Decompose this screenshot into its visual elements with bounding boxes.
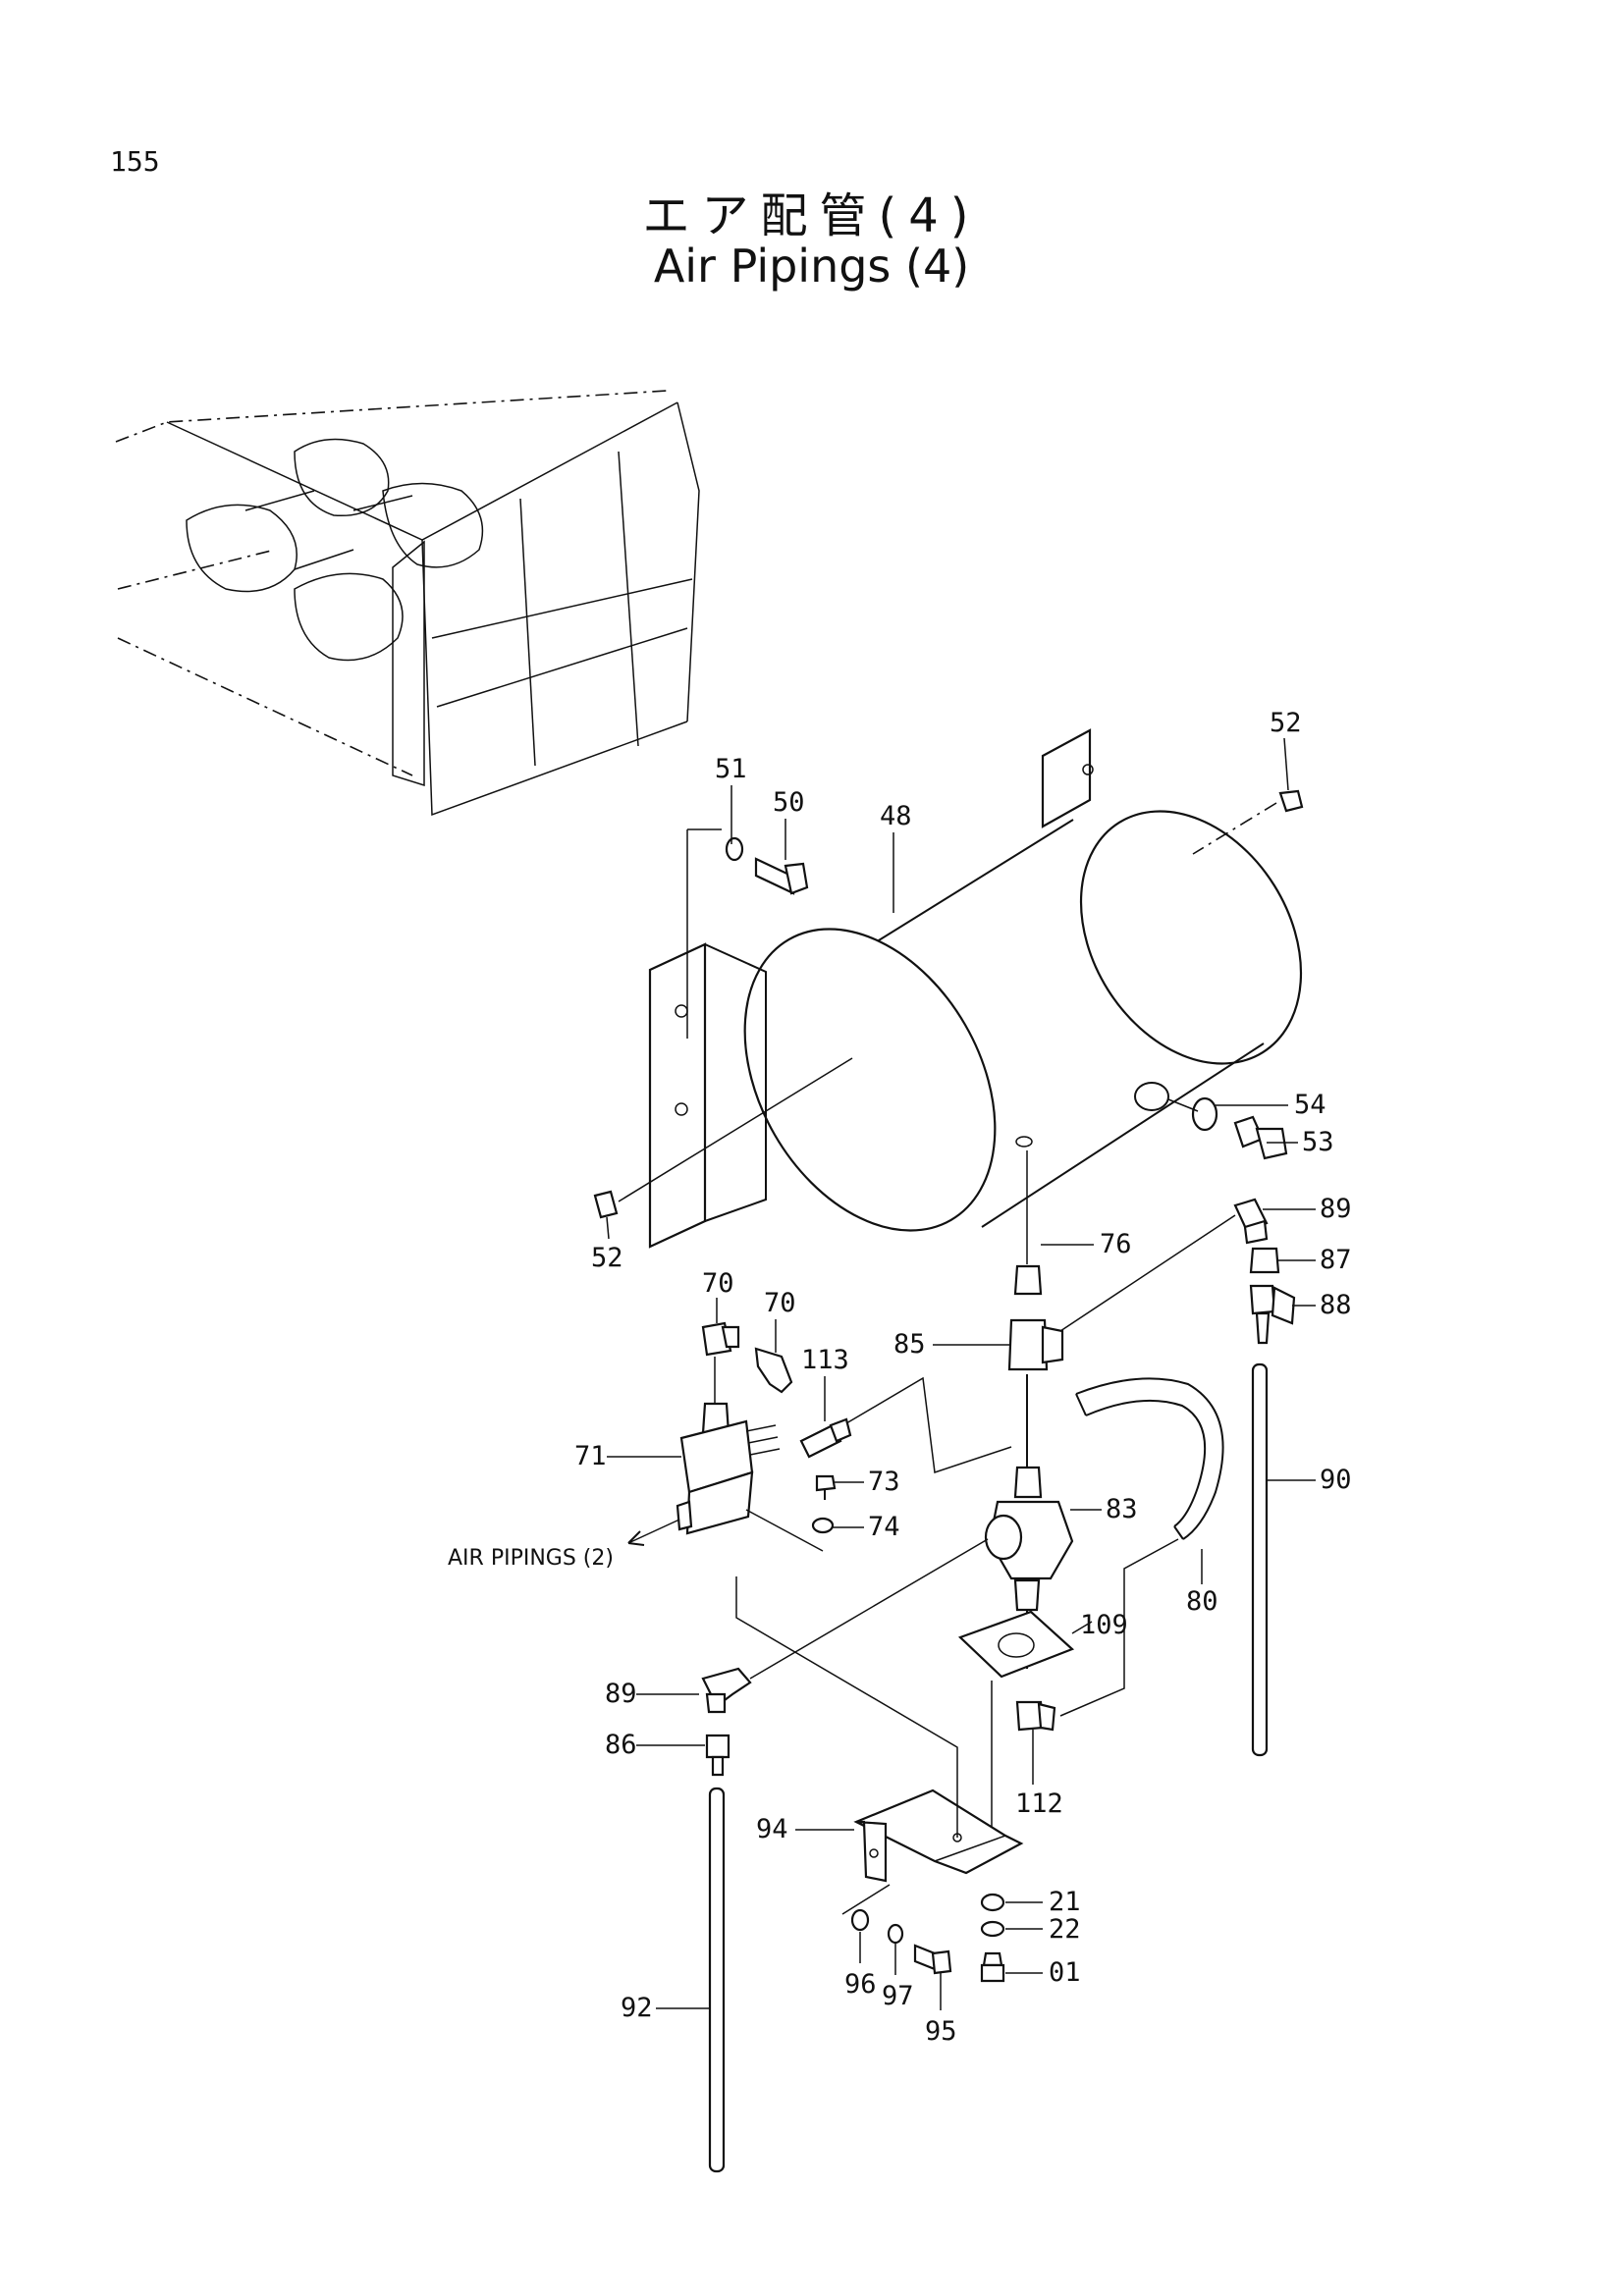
callout-109: 109 <box>1080 1610 1128 1640</box>
callout-94: 94 <box>756 1814 788 1844</box>
connector-86 <box>1249 1247 1280 1274</box>
bolt-01 <box>980 1951 1005 1983</box>
callout-80: 80 <box>1186 1586 1218 1617</box>
plug-52-bottom <box>593 1190 619 1219</box>
page-title-english: Air Pipings (4) <box>653 240 970 293</box>
connector-76 <box>1013 1264 1043 1296</box>
callout-70-a: 70 <box>702 1268 734 1299</box>
bracket-94 <box>853 1789 1024 1883</box>
page-number: 155 <box>110 145 160 178</box>
page-title-japanese: エア配管(4) <box>642 188 981 243</box>
connector-88 <box>705 1734 730 1777</box>
air-pipings-2-reference: AIR PIPINGS (2) <box>448 1546 614 1571</box>
leader-lines <box>606 737 1316 2010</box>
elbow-70-a <box>701 1321 740 1357</box>
callout-96: 96 <box>844 1969 877 2000</box>
callout-87: 88 <box>1320 1290 1352 1320</box>
fitting-87 <box>1249 1284 1296 1345</box>
tank-brackets <box>648 728 1094 1249</box>
callout-113: 113 <box>801 1345 849 1375</box>
callout-85: 85 <box>893 1329 926 1360</box>
connector-113 <box>799 1417 852 1459</box>
callout-53: 53 <box>1302 1127 1334 1157</box>
washer-97 <box>887 1923 904 1945</box>
plate-109 <box>957 1610 1075 1679</box>
callout-21: 21 <box>1049 1887 1081 1917</box>
washer-74 <box>811 1517 835 1534</box>
bolt-50 <box>754 857 809 895</box>
callout-52-top: 52 <box>1270 708 1302 738</box>
plug-52-top <box>1278 789 1304 813</box>
elbow-89-left <box>701 1667 752 1714</box>
locator-sketch <box>115 390 700 817</box>
callout-48: 48 <box>880 801 912 831</box>
bolt-95 <box>913 1944 952 1975</box>
callout-83: 83 <box>1106 1494 1138 1524</box>
callout-70-b: 70 <box>764 1288 796 1318</box>
callout-112: 112 <box>1015 1789 1063 1819</box>
callout-97: 97 <box>882 1981 914 2011</box>
callout-50: 50 <box>773 787 805 818</box>
plug-53 <box>1233 1115 1288 1160</box>
callout-95: 95 <box>925 2016 957 2047</box>
solenoid-valve-71 <box>676 1402 781 1535</box>
tube-80 <box>1075 1377 1224 1540</box>
air-tank <box>743 810 1303 1232</box>
callout-89-left: 89 <box>605 1679 637 1709</box>
callout-90: 90 <box>1320 1465 1352 1495</box>
callout-76: 76 <box>1100 1229 1132 1259</box>
tee-85 <box>1007 1318 1064 1371</box>
callout-73: 73 <box>868 1467 900 1497</box>
callout-01: 01 <box>1049 1957 1081 1988</box>
pipe-90 <box>1251 1362 1269 1757</box>
washer-96 <box>850 1908 870 1932</box>
callout-71: 71 <box>574 1441 607 1471</box>
callout-74: 74 <box>868 1512 900 1542</box>
callout-labels: 51 50 48 52 52 54 53 76 89 87 88 90 85 7… <box>448 708 1352 2047</box>
callout-51: 51 <box>715 754 747 784</box>
washer-22 <box>980 1920 1005 1938</box>
washer-54 <box>1191 1096 1218 1132</box>
elbow-89-right <box>1233 1198 1269 1245</box>
callout-22: 22 <box>1049 1914 1081 1945</box>
callout-92: 92 <box>621 1993 653 2023</box>
elbow-70-b <box>754 1347 793 1394</box>
pipe-92 <box>708 1787 726 2173</box>
callout-89-right: 89 <box>1320 1194 1352 1224</box>
washer-51 <box>725 836 744 862</box>
filter-83 <box>984 1466 1074 1612</box>
callout-54: 54 <box>1294 1090 1326 1120</box>
callout-52-bottom: 52 <box>591 1243 623 1273</box>
washer-21 <box>980 1893 1005 1912</box>
callout-88: 86 <box>605 1730 637 1760</box>
screw-73 <box>815 1474 837 1500</box>
elbow-112 <box>1015 1700 1056 1732</box>
callout-86: 87 <box>1320 1245 1352 1275</box>
